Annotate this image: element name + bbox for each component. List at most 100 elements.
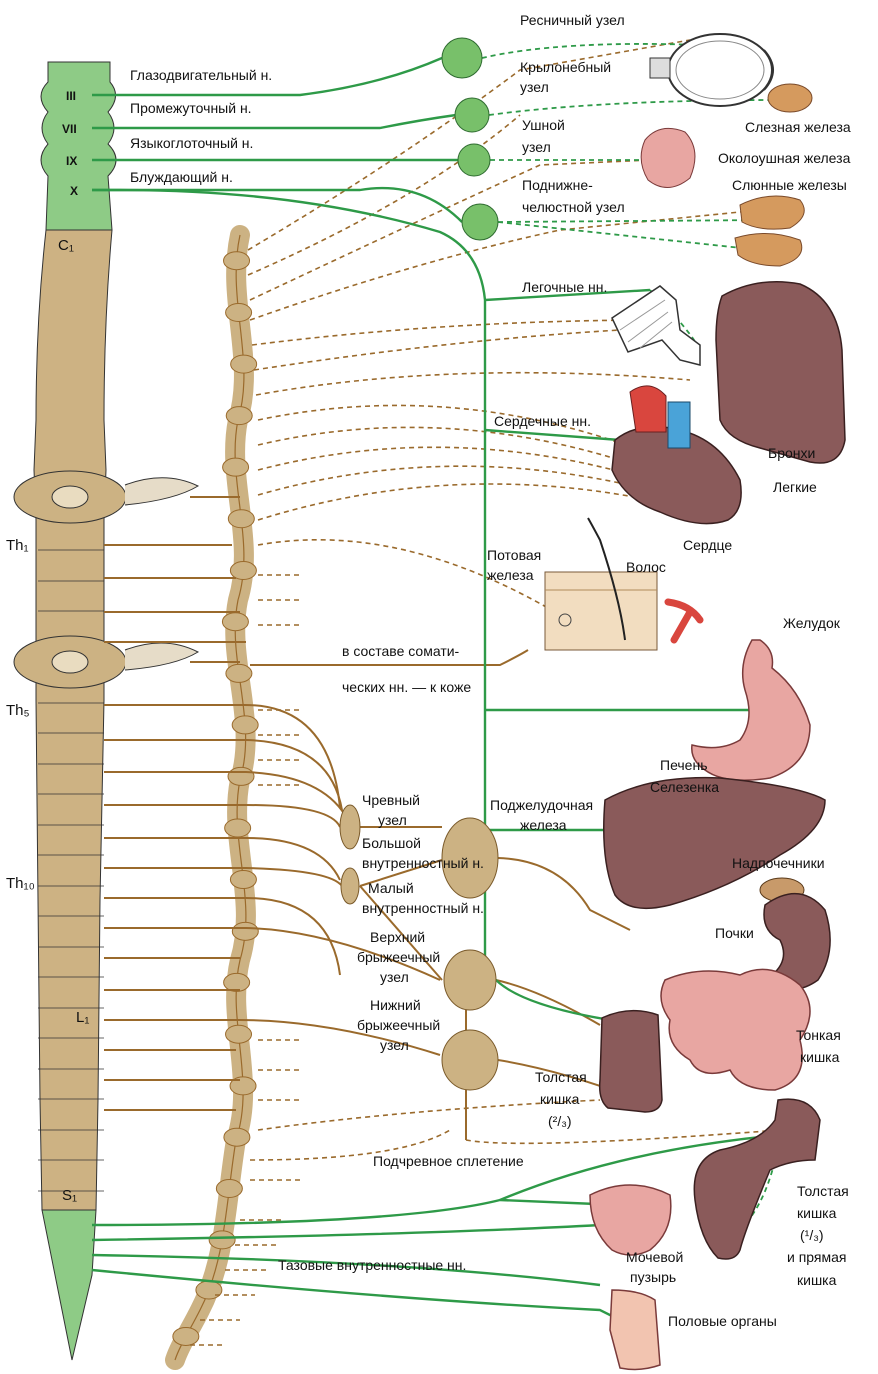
genital-organ <box>610 1290 660 1369</box>
small-intestine <box>661 969 810 1090</box>
chain-ganglion <box>226 664 252 682</box>
label-lungs: Легкие <box>773 479 817 495</box>
sacral-section <box>42 1210 96 1360</box>
pterygopalatine-ganglion <box>455 98 489 132</box>
label-parotid: Околоушная железа <box>718 150 851 166</box>
nucleus-ix: IX <box>66 154 77 168</box>
label-small-intestine-1: Тонкая <box>796 1027 841 1043</box>
label-colon-b-2: кишка <box>797 1205 837 1221</box>
chain-ganglion <box>228 767 254 785</box>
superior-mesenteric-ganglion <box>444 950 496 1010</box>
chain-ganglion <box>226 303 252 321</box>
sympathetic-postganglionic-fiber <box>256 373 690 395</box>
label-small-intestine-2: кишка <box>800 1049 840 1065</box>
label-facial: Промежуточный н. <box>130 100 252 116</box>
parotid-gland <box>641 128 695 187</box>
sympathetic-preganglionic-fiber <box>104 772 345 815</box>
optic-nerve <box>650 58 670 78</box>
label-colon-a-3: (²/₃) <box>548 1113 572 1129</box>
sympathetic-preganglionic-fiber <box>104 805 340 827</box>
blood-vessel <box>668 602 700 640</box>
label-salivary: Слюнные железы <box>732 177 847 193</box>
parasympathetic-preganglionic-fiber <box>485 960 610 1020</box>
label-somatic-2: ческих нн. — к коже <box>342 679 471 695</box>
label-sup-mesenteric-1: Верхний <box>370 929 425 945</box>
large-intestine-upper <box>600 1011 662 1112</box>
inferior-mesenteric-ganglion <box>442 1030 498 1090</box>
aorticorenal-node-1 <box>340 805 360 849</box>
label-greater-splanchnic-1: Большой <box>362 835 421 851</box>
label-pelvic-splanchnic: Тазовые внутренностные нн. <box>278 1257 466 1273</box>
label-bladder-2: пузырь <box>630 1269 676 1285</box>
label-colon-a-1: Толстая <box>535 1069 587 1085</box>
sympathetic-preganglionic-fiber <box>104 705 340 808</box>
label-pterygopalatine-2: узел <box>520 79 549 95</box>
label-lesser-splanchnic-1: Малый <box>368 880 414 896</box>
label-sup-mesenteric-3: узел <box>380 969 409 985</box>
cranial-ganglia <box>442 38 498 240</box>
label-colon-a-2: кишка <box>540 1091 580 1107</box>
label-c1: C₁ <box>58 237 74 254</box>
otic-ganglion <box>458 144 490 176</box>
chain-ganglion <box>230 562 256 580</box>
chain-ganglion <box>226 407 252 425</box>
label-colon-b-4: и прямая <box>787 1249 847 1265</box>
ciliary-ganglion <box>442 38 482 78</box>
label-hair: Волос <box>626 559 666 575</box>
label-heart: Сердце <box>683 537 732 553</box>
label-oculomotor: Глазодвигательный н. <box>130 67 272 83</box>
label-otic-2: узел <box>522 139 551 155</box>
chain-ganglion <box>230 871 256 889</box>
label-bladder-1: Мочевой <box>626 1249 683 1265</box>
label-l1: L₁ <box>76 1009 89 1026</box>
sympathetic-preganglionic-fiber <box>104 868 342 886</box>
label-vagus: Блуждающий н. <box>130 169 233 185</box>
label-bronchi: Бронхи <box>768 445 815 461</box>
spinal-cross-section-upper <box>14 471 198 523</box>
label-pterygopalatine-1: Крылонебный <box>520 59 611 75</box>
chain-ganglion <box>224 252 250 270</box>
label-inf-mesenteric-2: брыжеечный <box>357 1017 440 1033</box>
chain-ganglion <box>228 510 254 528</box>
label-colon-b-5: кишка <box>797 1272 837 1288</box>
sympathetic-preganglionic-fiber <box>104 740 342 810</box>
chain-ganglion <box>216 1180 242 1198</box>
label-ciliary-ganglion: Ресничный узел <box>520 12 625 28</box>
sympathetic-postganglionic-fiber <box>250 210 760 320</box>
label-submandibular-1: Поднижне- <box>522 177 593 193</box>
parasympathetic-preganglionic-fiber <box>92 1200 620 1225</box>
chain-ganglion <box>173 1327 199 1345</box>
label-kidneys: Почки <box>715 925 754 941</box>
label-otic-1: Ушной <box>522 117 565 133</box>
label-lesser-splanchnic-2: внутренностный н. <box>362 900 484 916</box>
chain-ganglion <box>225 819 251 837</box>
skin-sample <box>545 518 657 650</box>
chain-ganglion <box>209 1231 235 1249</box>
sympathetic-trunk <box>173 235 258 1360</box>
chain-ganglion <box>226 1025 252 1043</box>
vena-cava <box>668 402 690 448</box>
parasympathetic-preganglionic-fiber <box>92 115 456 128</box>
chain-ganglion <box>222 613 248 631</box>
label-pancreas-2: железа <box>520 817 567 833</box>
label-adrenals: Надпочечники <box>732 855 825 871</box>
label-sweat-1: Потовая <box>487 547 541 563</box>
trachea-bronchi <box>612 286 700 365</box>
spinal-cord: III VII IX X C₁ Th₁ Th₅ Th₁₀ L₁ S₁ <box>6 62 198 1360</box>
label-th5: Th₅ <box>6 702 30 719</box>
sympathetic-postganglionic-fiber <box>254 330 620 370</box>
label-sup-mesenteric-2: брыжеечный <box>357 949 440 965</box>
spinal-cross-section-lower <box>14 636 198 688</box>
label-th10: Th₁₀ <box>6 875 35 892</box>
label-hypogastric: Подчревное сплетение <box>373 1153 524 1169</box>
nucleus-iii: III <box>66 89 76 103</box>
sympathetic-preganglionic-fiber <box>104 898 340 975</box>
label-s1: S₁ <box>62 1187 77 1204</box>
chain-ganglion <box>231 355 257 373</box>
label-submandibular-2: челюстной узел <box>522 199 625 215</box>
label-genitals: Половые органы <box>668 1313 777 1329</box>
label-colon-b-3: (¹/₃) <box>800 1227 824 1243</box>
label-celiac-1: Чревный <box>362 792 420 808</box>
label-cardiac: Сердечные нн. <box>494 413 591 429</box>
